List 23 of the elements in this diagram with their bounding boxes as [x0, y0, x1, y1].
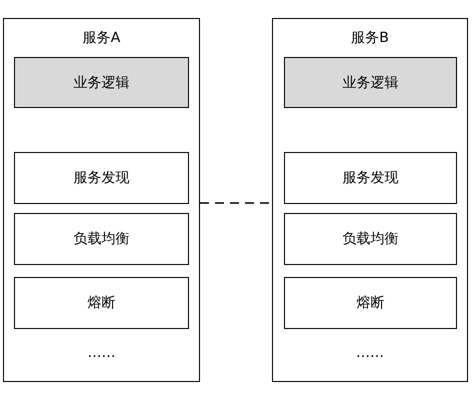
box-label: 服务发现 [342, 169, 398, 187]
service-container [272, 18, 468, 382]
dashed-connector [200, 202, 272, 204]
service-title: 服务B [351, 29, 389, 47]
module-box [284, 277, 457, 329]
logic-box [14, 57, 189, 108]
ellipsis-text: …… [88, 345, 116, 361]
box-label: 服务发现 [74, 169, 130, 187]
ellipsis-text: …… [356, 345, 384, 361]
box-label: 负载均衡 [342, 230, 398, 248]
module-box [14, 152, 189, 204]
service-container [3, 18, 200, 382]
box-label: 熔断 [88, 294, 116, 312]
box-label: 负载均衡 [74, 230, 130, 248]
service-title: 服务A [82, 29, 120, 47]
module-box [284, 152, 457, 204]
module-box [14, 213, 189, 265]
box-label: 熔断 [356, 294, 384, 312]
module-box [284, 213, 457, 265]
module-box [14, 277, 189, 329]
box-label: 业务逻辑 [342, 74, 398, 92]
box-label: 业务逻辑 [74, 74, 130, 92]
logic-box [284, 57, 457, 108]
